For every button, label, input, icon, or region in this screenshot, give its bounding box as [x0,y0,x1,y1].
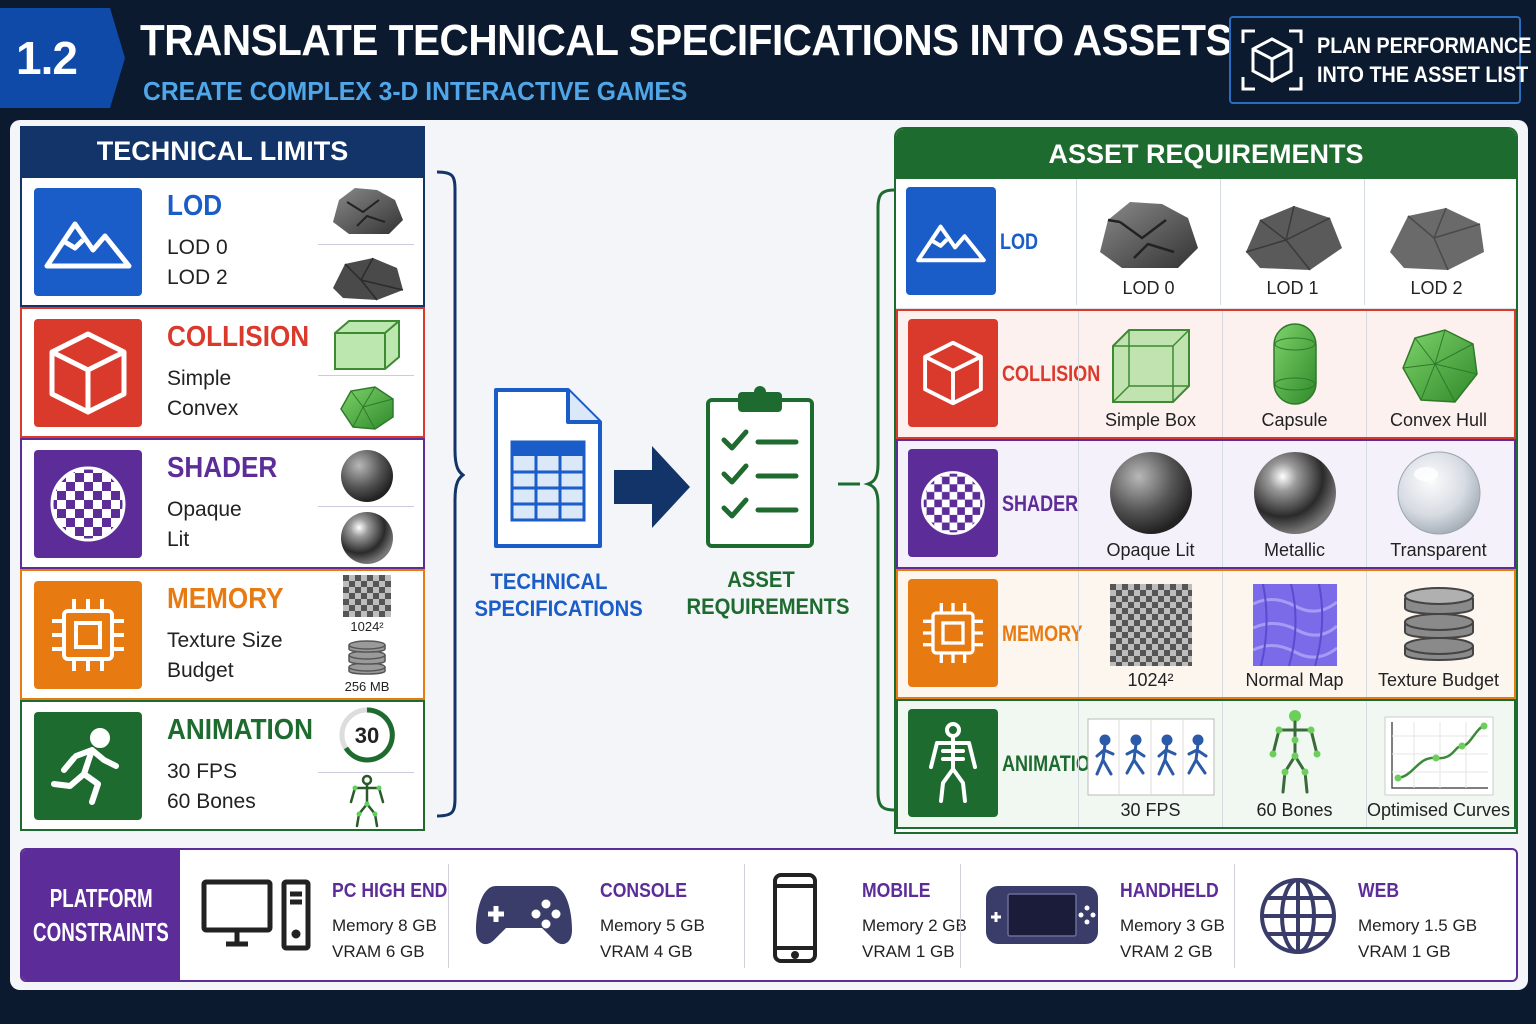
chip-icon [34,581,142,689]
technical-specifications-label: TECHNICAL SPECIFICATIONS [474,569,643,621]
technical-limits-panel: TECHNICAL LIMITS LOD LOD 0 LOD 2 COLLISI… [20,126,425,832]
req-row-lod: LOD LOD 0 LOD 1 LOD 2 [896,179,1516,309]
handheld-console-icon [986,886,1098,944]
req-cell-transparent: Transparent [1366,441,1510,567]
platform-pc-high-end: PC HIGH END Memory 8 GB VRAM 6 GB [200,850,450,980]
req-cell-lod2: LOD 2 [1364,179,1508,305]
platform-console: CONSOLE Memory 5 GB VRAM 4 GB [472,850,742,980]
cube-frame-icon [1241,29,1303,91]
rock-lod0-thumb [322,182,412,238]
req-cell-convex-hull: Convex Hull [1366,311,1510,437]
page-title: TRANSLATE TECHNICAL SPECIFICATIONS INTO … [140,16,1233,65]
platform-handheld: HANDHELD Memory 3 GB VRAM 2 GB [984,850,1234,980]
req-cell-30fps: 30 FPS [1078,701,1222,827]
limit-row-memory: MEMORY Texture Size Budget 1024² 256 MB [20,569,425,700]
right-arrow-icon [614,446,690,528]
opaque-sphere-thumb [322,448,412,504]
asset-requirements-label: ASSET REQUIREMENTS [686,567,850,619]
right-brace [838,188,894,812]
req-cell-capsule: Capsule [1222,311,1366,437]
smartphone-icon [773,873,817,963]
req-cell-60bones: 60 Bones [1222,701,1366,827]
limit-row-animation: ANIMATION 30 FPS 60 Bones 30 [20,700,425,831]
req-cell-texture-1024: 1024² [1078,571,1222,697]
fps-gauge: 30 [322,706,412,764]
req-cell-metallic: Metallic [1222,441,1366,567]
technical-limits-heading: TECHNICAL LIMITS [20,126,425,176]
section-number-badge: 1.2 [0,8,125,108]
limit-row-shader: SHADER Opaque Lit [20,438,425,569]
req-cell-normal-map: Normal Map [1222,571,1366,697]
performance-callout: PLAN PERFORMANCE INTO THE ASSET LIST [1229,16,1532,104]
req-cell-texture-budget: Texture Budget [1366,571,1510,697]
req-row-collision: COLLISION Simple Box Capsule Convex Hull [896,309,1516,439]
asset-requirements-heading: ASSET REQUIREMENTS [896,129,1516,179]
skeleton-thumb [322,774,412,828]
limit-row-lod: LOD LOD 0 LOD 2 [20,176,425,307]
chip-icon [908,579,998,687]
skeleton-icon [908,709,998,817]
checker-sphere-icon [34,450,142,558]
req-row-animation: ANIMATION 30 FPS 60 Bones Optimised Curv… [896,699,1516,829]
checker-sphere-icon [908,449,998,557]
left-brace [436,170,465,818]
mountain-icon [34,188,142,296]
req-cell-optimised-curves: Optimised Curves [1366,701,1510,827]
gamepad-icon [476,886,572,945]
limit-row-collision: COLLISION Simple Convex [20,307,425,438]
req-row-memory: MEMORY 1024² Normal Map Texture Budget [896,569,1516,699]
req-cell-simple-box: Simple Box [1078,311,1222,437]
req-cell-lod0: LOD 0 [1076,179,1220,305]
asset-requirements-panel: ASSET REQUIREMENTS LOD LOD 0 LOD 1 LOD 2… [894,127,1518,834]
req-cell-opaque-lit: Opaque Lit [1078,441,1222,567]
page-subtitle: CREATE COMPLEX 3-D INTERACTIVE GAMES [143,76,688,106]
clipboard-checklist-icon [706,386,814,548]
req-cell-lod1: LOD 1 [1220,179,1364,305]
cube-icon [908,319,998,427]
rock-lod2-thumb [322,252,412,302]
database-thumb: 256 MB [322,639,412,694]
running-person-icon [34,712,142,820]
svg-text:30: 30 [355,723,379,748]
desktop-pc-icon [201,879,311,951]
spreadsheet-document-icon [494,388,602,548]
globe-icon [1260,878,1336,954]
cube-icon [34,319,142,427]
platform-web: WEB Memory 1.5 GB VRAM 1 GB [1258,850,1508,980]
mountain-icon [906,187,996,295]
req-row-shader: SHADER Opaque Lit Metallic Transparent [896,439,1516,569]
convex-hull-thumb [322,383,412,431]
lit-sphere-thumb [322,510,412,566]
platform-mobile: MOBILE Memory 2 GB VRAM 1 GB [770,850,967,980]
texture-size-thumb: 1024² [322,575,412,634]
green-box-thumb [322,315,412,371]
